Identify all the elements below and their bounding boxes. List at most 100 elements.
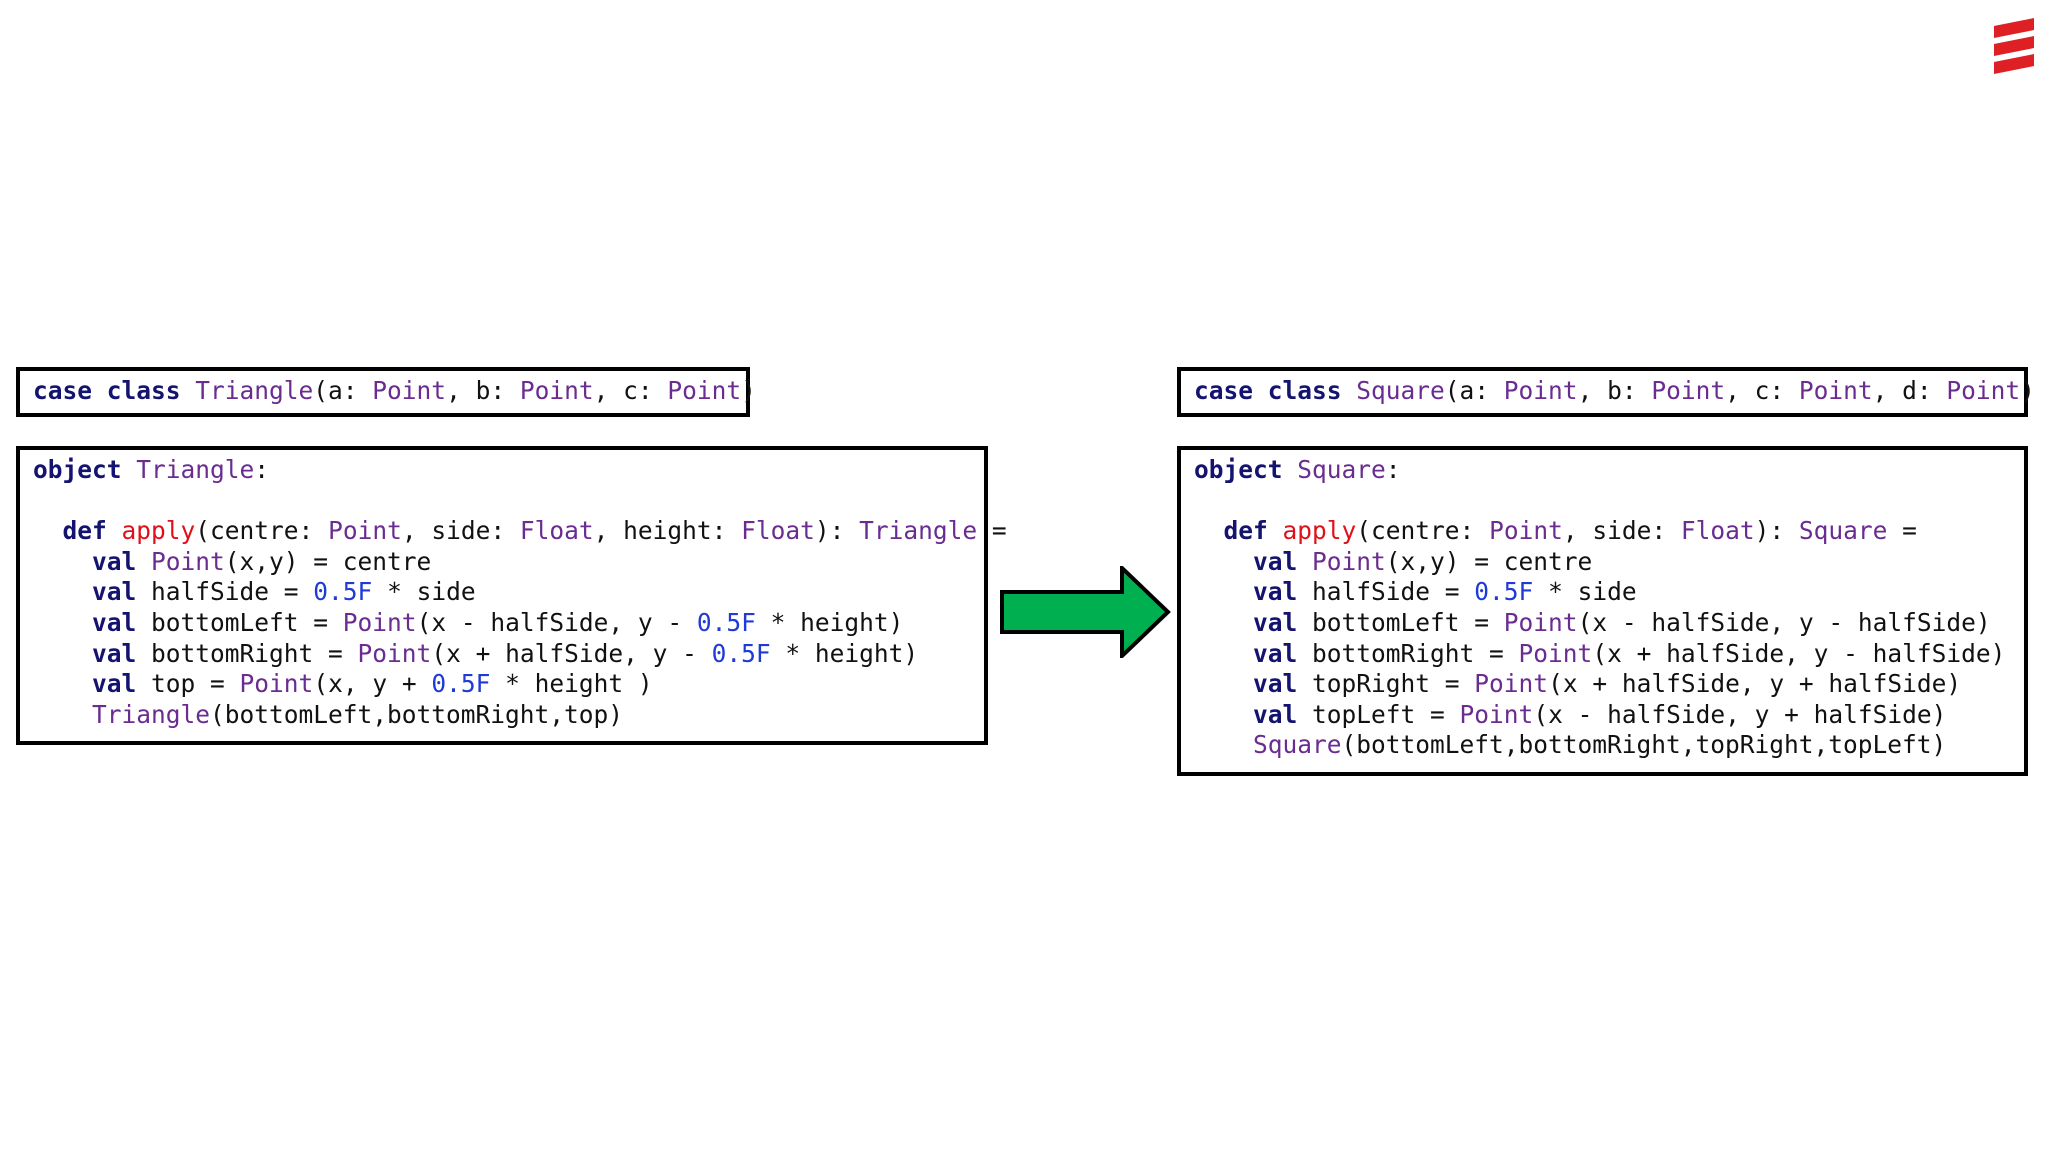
- code-token: val: [1253, 577, 1313, 607]
- code-token: (centre:: [195, 516, 329, 546]
- code-token: def: [62, 516, 122, 546]
- code-token: , b:: [446, 376, 520, 405]
- code-line: Triangle(bottomLeft,bottomRight,top): [33, 700, 623, 730]
- code-token: 0.5F: [313, 577, 373, 607]
- code-token: [33, 639, 92, 668]
- right-arrow-icon: [1000, 566, 1171, 658]
- code-line: val top = Point(x, y + 0.5F * height ): [33, 669, 653, 699]
- code-token: * side: [372, 577, 476, 607]
- code-token: Square: [1297, 455, 1386, 484]
- code-line: val Point(x,y) = centre: [33, 547, 431, 577]
- code-token: Point: [1312, 546, 1386, 576]
- code-token: object: [33, 455, 137, 484]
- code-token: val: [92, 608, 152, 637]
- code-line: object Square:: [1194, 455, 1401, 485]
- code-token: Float: [741, 516, 815, 546]
- code-line: val topRight = Point(x + halfSide, y + h…: [1194, 669, 1961, 699]
- code-token: :: [254, 455, 270, 484]
- code-token: topLeft =: [1312, 699, 1460, 729]
- code-token: val: [92, 669, 152, 699]
- code-token: Triangle: [92, 699, 211, 729]
- code-token: [33, 547, 92, 576]
- code-line: def apply(centre: Point, side: Float, he…: [33, 516, 1007, 546]
- code-token: bottomLeft =: [1312, 608, 1504, 637]
- code-token: =: [1887, 516, 1917, 546]
- code-token: bottomRight =: [1312, 638, 1519, 668]
- code-token: [1194, 669, 1253, 698]
- code-token: top =: [151, 669, 240, 699]
- code-token: Point: [342, 608, 417, 637]
- code-token: (x - halfSide, y + halfSide): [1533, 699, 1947, 729]
- scala-logo-band-top: [1994, 18, 2034, 38]
- square-case-class-box: case class Square(a: Point, b: Point, c:…: [1177, 367, 2035, 417]
- code-token: val: [1253, 699, 1313, 729]
- code-token: val: [92, 577, 152, 607]
- code-token: Point: [1946, 376, 2021, 405]
- code-token: Point: [1489, 516, 1563, 546]
- code-token: , side:: [401, 516, 520, 546]
- code-token: Float: [1680, 516, 1755, 546]
- code-token: Triangle: [859, 516, 978, 546]
- code-token: (x - halfSide, y - halfSide): [1577, 608, 1991, 637]
- code-line: val Point(x,y) = centre: [1194, 547, 1592, 577]
- code-token: topRight =: [1312, 669, 1475, 699]
- code-token: apply: [1282, 516, 1357, 546]
- code-token: (x,y) = centre: [1385, 546, 1593, 576]
- code-token: Square: [1253, 730, 1342, 760]
- code-token: * side: [1533, 577, 1637, 607]
- code-token: (bottomLeft,bottomRight,topRight,topLeft…: [1341, 730, 1947, 760]
- code-token: (x, y +: [313, 669, 432, 699]
- code-token: * height): [770, 638, 919, 668]
- code-token: val: [1253, 608, 1313, 637]
- triangle-case-class-box: case class Triangle(a: Point, b: Point, …: [16, 367, 756, 417]
- code-token: [33, 608, 92, 637]
- code-token: val: [92, 546, 152, 576]
- triangle-companion-object-box: object Triangle: def apply(centre: Point…: [16, 446, 1007, 745]
- code-token: 0.5F: [696, 608, 756, 637]
- code-token: 0.5F: [711, 638, 771, 668]
- code-token: [1194, 577, 1253, 606]
- code-token: [1194, 547, 1253, 576]
- code-token: Point: [328, 516, 402, 546]
- code-line: val bottomRight = Point(x + halfSide, y …: [33, 639, 918, 669]
- scala-logo-band-bottom: [1994, 54, 2034, 74]
- code-token: Point: [1798, 376, 1873, 405]
- code-token: halfSide =: [151, 577, 314, 607]
- code-token: case class: [1194, 376, 1357, 405]
- code-token: (x + halfSide, y -: [431, 638, 712, 668]
- code-token: :: [1385, 455, 1401, 484]
- code-token: bottomLeft =: [151, 608, 343, 637]
- code-line: object Triangle:: [33, 455, 269, 485]
- code-token: (x + halfSide, y + halfSide): [1548, 669, 1962, 699]
- code-token: Point: [1503, 376, 1578, 405]
- code-token: val: [1253, 546, 1313, 576]
- code-token: Point: [1651, 376, 1726, 405]
- code-token: Point: [1518, 638, 1593, 668]
- code-token: bottomRight =: [151, 638, 358, 668]
- code-token: val: [1253, 669, 1313, 699]
- code-token: Square: [1798, 516, 1888, 546]
- code-line: val bottomLeft = Point(x - halfSide, y -…: [1194, 608, 1991, 638]
- code-token: [1194, 516, 1224, 545]
- code-token: , c:: [1725, 376, 1799, 405]
- code-line: val bottomRight = Point(x + halfSide, y …: [1194, 639, 2005, 669]
- code-token: [1194, 700, 1253, 729]
- code-token: * height ): [490, 669, 653, 699]
- code-token: =: [977, 516, 1007, 546]
- code-token: Triangle: [195, 376, 314, 405]
- code-token: Square: [1356, 376, 1445, 405]
- code-token: , b:: [1577, 376, 1652, 405]
- code-token: Float: [519, 516, 594, 546]
- code-token: val: [92, 638, 152, 668]
- code-line: Square(bottomLeft,bottomRight,topRight,t…: [1194, 730, 1946, 760]
- code-token: case class: [33, 376, 196, 405]
- code-token: Triangle: [136, 455, 255, 484]
- code-token: (centre:: [1356, 516, 1490, 546]
- code-line: val topLeft = Point(x - halfSide, y + ha…: [1194, 700, 1946, 730]
- code-token: Point: [1459, 699, 1534, 729]
- code-token: def: [1223, 516, 1283, 546]
- code-line: case class Triangle(a: Point, b: Point, …: [33, 376, 756, 406]
- scala-logo-band-middle: [1994, 36, 2034, 56]
- code-token: ):: [814, 516, 860, 546]
